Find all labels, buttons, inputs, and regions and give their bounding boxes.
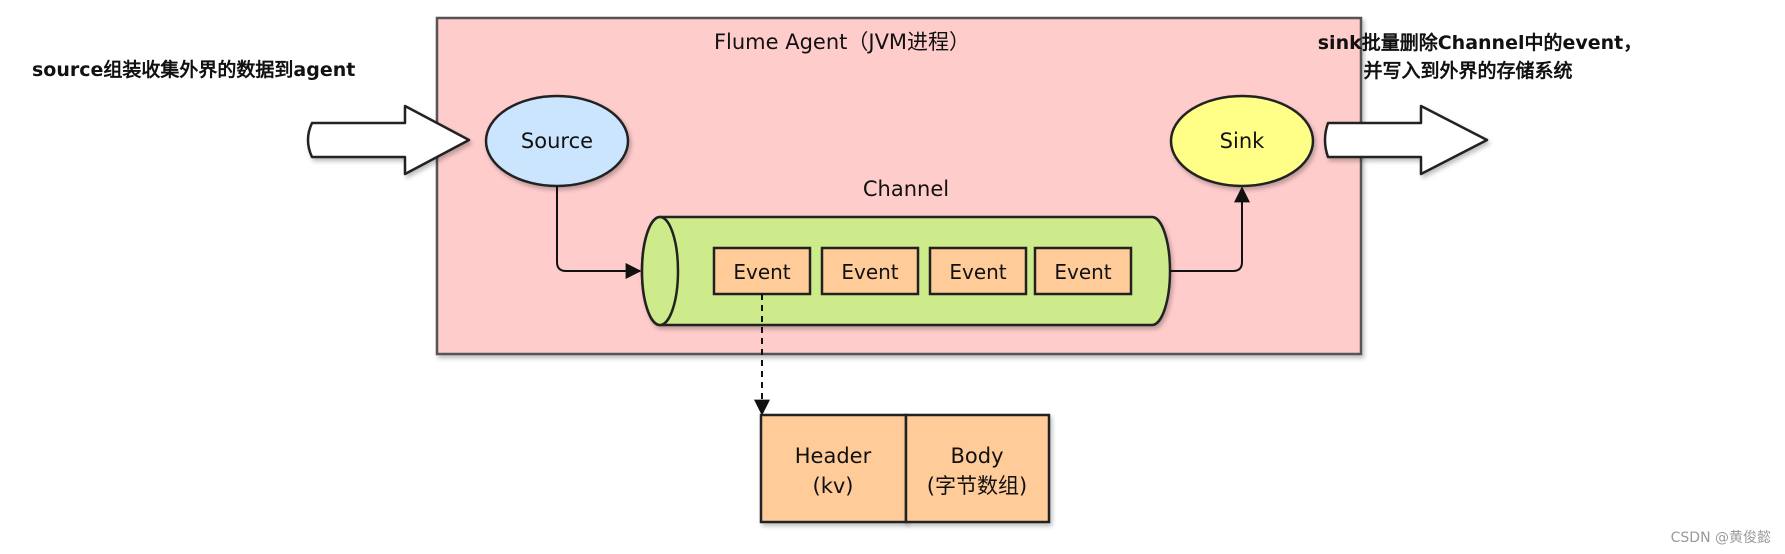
event-body-sublabel: (字节数组) — [927, 474, 1027, 498]
event-header-label: Header — [795, 444, 872, 468]
event-header-sublabel: (kv) — [813, 474, 854, 498]
source-annotation: source组装收集外界的数据到agent — [32, 58, 355, 81]
source-to-channel-connector — [556, 186, 642, 279]
event-box — [820, 246, 920, 296]
agent-title: Flume Agent（JVM进程） — [714, 30, 970, 54]
channel-to-sink-connector — [1170, 186, 1250, 272]
channel-events: Event Event Event Event — [712, 246, 1133, 296]
watermark: CSDN @黄俊懿 — [1671, 529, 1771, 546]
event-label: Event — [733, 260, 790, 284]
event-box — [712, 246, 812, 296]
event-header-box — [759, 413, 908, 524]
event-label: Event — [949, 260, 1006, 284]
event-box — [1033, 246, 1133, 296]
source-label: Source — [521, 129, 593, 153]
channel-cylinder-end — [640, 215, 680, 327]
event-body-label: Body — [950, 444, 1003, 468]
sink-label: Sink — [1220, 129, 1265, 153]
event-box — [928, 246, 1028, 296]
sink-annotation-line1: sink批量删除Channel中的event， — [1318, 31, 1643, 54]
sink-node — [1169, 94, 1315, 188]
input-block-arrow — [306, 104, 471, 176]
event-label: Event — [1054, 260, 1111, 284]
output-block-arrow — [1323, 104, 1489, 176]
channel-label: Channel — [863, 177, 949, 201]
sink-annotation-line2: 并写入到外界的存储系统 — [1363, 59, 1572, 82]
event-label: Event — [841, 260, 898, 284]
event-body-box — [904, 413, 1051, 524]
